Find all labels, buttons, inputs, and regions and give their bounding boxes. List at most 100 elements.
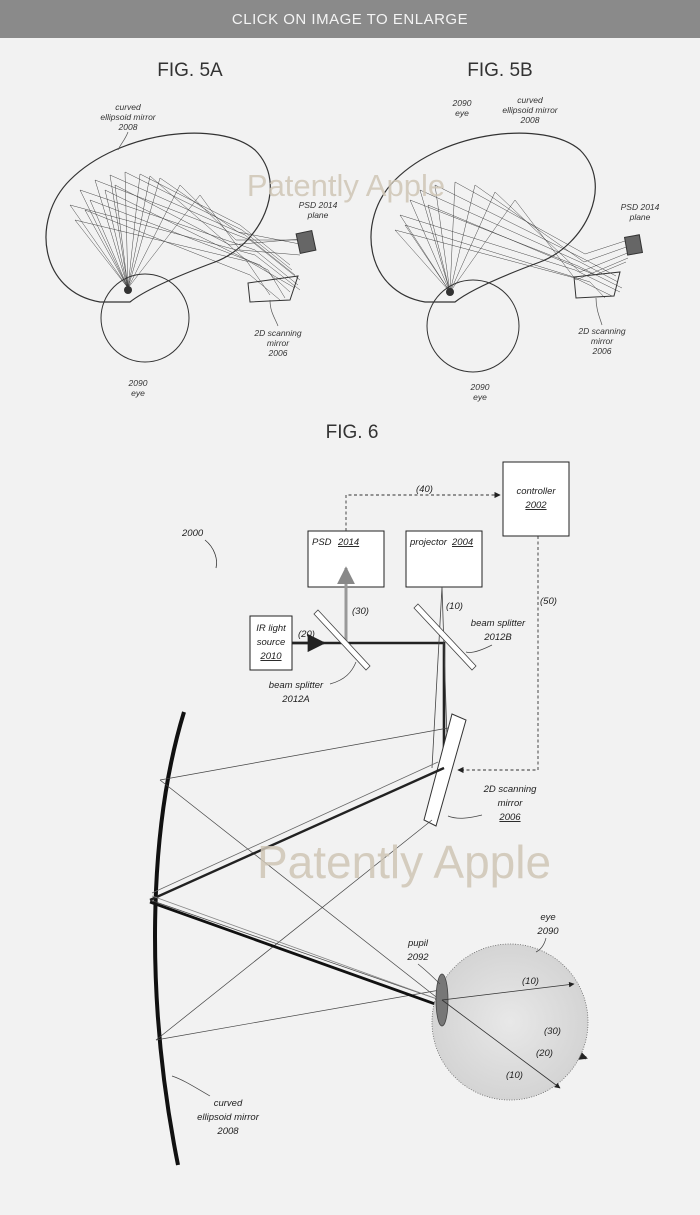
fig-5b-eye [426, 279, 520, 373]
beam-splitter-a-label: beam splitter 2012A [269, 680, 324, 705]
fig-5a-psd-plane [295, 229, 317, 255]
svg-text:2090: 2090 [128, 378, 148, 388]
svg-text:ellipsoid mirror: ellipsoid mirror [502, 105, 558, 115]
fig-5b-scan-label: 2D scanning mirror 2006 [577, 326, 626, 356]
svg-text:2014: 2014 [337, 537, 359, 548]
svg-text:2004: 2004 [451, 537, 473, 548]
mirror-leader [171, 1075, 211, 1097]
fig-5b-title: FIG. 5B [467, 60, 532, 81]
svg-text:curved: curved [214, 1098, 243, 1109]
signal-10-label: (10) [446, 601, 463, 612]
svg-text:2006: 2006 [592, 346, 612, 356]
svg-text:(10): (10) [522, 976, 539, 987]
svg-text:2090: 2090 [536, 926, 559, 937]
svg-text:projector: projector [409, 537, 448, 548]
svg-text:2012B: 2012B [483, 632, 512, 643]
svg-text:controller: controller [516, 486, 556, 497]
svg-text:plane: plane [629, 212, 651, 222]
watermark-top: Patently Apple [247, 168, 445, 203]
beam-splitter-a-leader [329, 661, 357, 685]
scan-mirror-leader [447, 814, 483, 819]
fig-5a-scan-label: 2D scanning mirror 2006 [253, 328, 302, 358]
fig-5b-scan-leader [595, 297, 603, 326]
svg-text:2D scanning: 2D scanning [253, 328, 302, 338]
fig-5b-eye-label: 2090 eye [470, 382, 490, 402]
fig-5a-eye [100, 273, 190, 363]
patent-figure-page[interactable]: FIG. 5A curved ellipsoid mirror 2008 [0, 38, 700, 1215]
svg-text:eye: eye [455, 108, 469, 118]
svg-text:PSD 2014: PSD 2014 [299, 200, 338, 210]
signal-40-label: (40) [416, 484, 433, 495]
eye-ray-labels: (10) (30) (20) (10) [506, 976, 561, 1081]
signal-20-label: (20) [298, 629, 315, 640]
fig-5a-pupil [124, 286, 132, 294]
svg-text:2008: 2008 [520, 115, 540, 125]
signal-30-label: (30) [352, 606, 369, 617]
svg-text:mirror: mirror [591, 336, 614, 346]
svg-text:beam splitter: beam splitter [269, 680, 324, 691]
enlarge-banner[interactable]: CLICK ON IMAGE TO ENLARGE [0, 0, 700, 38]
svg-text:2008: 2008 [118, 122, 138, 132]
svg-text:2092: 2092 [406, 952, 429, 963]
fig-5b-psd-plane [623, 234, 644, 256]
svg-text:beam splitter: beam splitter [471, 618, 526, 629]
svg-text:2006: 2006 [268, 348, 288, 358]
system-ref-leader [204, 539, 217, 569]
fig-6: FIG. 6 2000 controller 2002 PSD 2014 pro… [149, 422, 589, 1166]
fig-5a-ray-bundle [69, 171, 313, 301]
svg-text:PSD 2014: PSD 2014 [621, 202, 660, 212]
svg-text:mirror: mirror [498, 798, 524, 809]
fig-5a-mirror-label: curved ellipsoid mirror 2008 [100, 102, 156, 132]
fig-5a: FIG. 5A curved ellipsoid mirror 2008 [45, 60, 338, 398]
svg-text:plane: plane [307, 210, 329, 220]
svg-text:(30): (30) [544, 1026, 561, 1037]
beam-splitter-b-label: beam splitter 2012B [471, 618, 526, 643]
svg-text:2010: 2010 [259, 651, 282, 662]
beam-splitter-b-leader [465, 644, 493, 653]
beam-to-eye-edge [151, 895, 441, 1001]
svg-text:pupil: pupil [407, 938, 429, 949]
fig-5b-mirror-label: curved ellipsoid mirror 2008 [502, 95, 558, 125]
svg-text:eye: eye [540, 912, 555, 923]
beam-to-mirror-edge [151, 761, 439, 894]
mirror-label: curved ellipsoid mirror 2008 [197, 1098, 260, 1137]
svg-text:eye: eye [131, 388, 145, 398]
svg-text:mirror: mirror [267, 338, 290, 348]
svg-text:source: source [257, 637, 286, 648]
fig-5a-scan-mirror [247, 275, 299, 303]
beam-to-mirror [149, 766, 445, 902]
fig-5a-psd-label: PSD 2014 plane [299, 200, 338, 220]
svg-text:ellipsoid mirror: ellipsoid mirror [100, 112, 156, 122]
svg-text:ellipsoid mirror: ellipsoid mirror [197, 1112, 260, 1123]
eye-2090 [431, 943, 589, 1101]
fig-5a-title: FIG. 5A [157, 60, 223, 81]
fig-5a-eye-label: 2090 eye [128, 378, 148, 398]
svg-text:(20): (20) [536, 1048, 553, 1059]
watermark-bottom: Patently Apple [257, 836, 551, 888]
fig-5b-ellipsoid-mirror [370, 132, 596, 303]
fig-5a-mirror-leader [117, 131, 129, 151]
projector-block: projector 2004 [405, 530, 483, 588]
svg-text:PSD: PSD [312, 537, 332, 548]
fig-5a-scan-leader [269, 299, 279, 327]
curved-ellipsoid-mirror-2008 [153, 711, 186, 1166]
scanning-mirror-2006 [423, 713, 467, 827]
fig-5b-pupil [446, 288, 454, 296]
scan-fan-lines [149, 727, 449, 1041]
svg-text:2008: 2008 [216, 1126, 239, 1137]
svg-text:2D scanning: 2D scanning [483, 784, 538, 795]
fig-5b-scan-mirror [573, 271, 621, 299]
fig-5b-psd-label: PSD 2014 plane [621, 202, 660, 222]
pupil-leader [417, 963, 441, 985]
fig-5b: FIG. 5B 2090 eye curved ellipsoid mirror… [370, 60, 660, 402]
svg-text:2012A: 2012A [281, 694, 309, 705]
system-ref-label: 2000 [181, 528, 204, 539]
svg-text:2006: 2006 [498, 812, 521, 823]
svg-text:2002: 2002 [524, 500, 547, 511]
svg-text:2D scanning: 2D scanning [577, 326, 626, 336]
svg-text:(10): (10) [506, 1070, 523, 1081]
pupil-label: pupil 2092 [406, 938, 429, 963]
signal-50-label: (50) [540, 596, 557, 607]
svg-text:2090: 2090 [452, 98, 472, 108]
fig-6-title: FIG. 6 [326, 422, 379, 443]
